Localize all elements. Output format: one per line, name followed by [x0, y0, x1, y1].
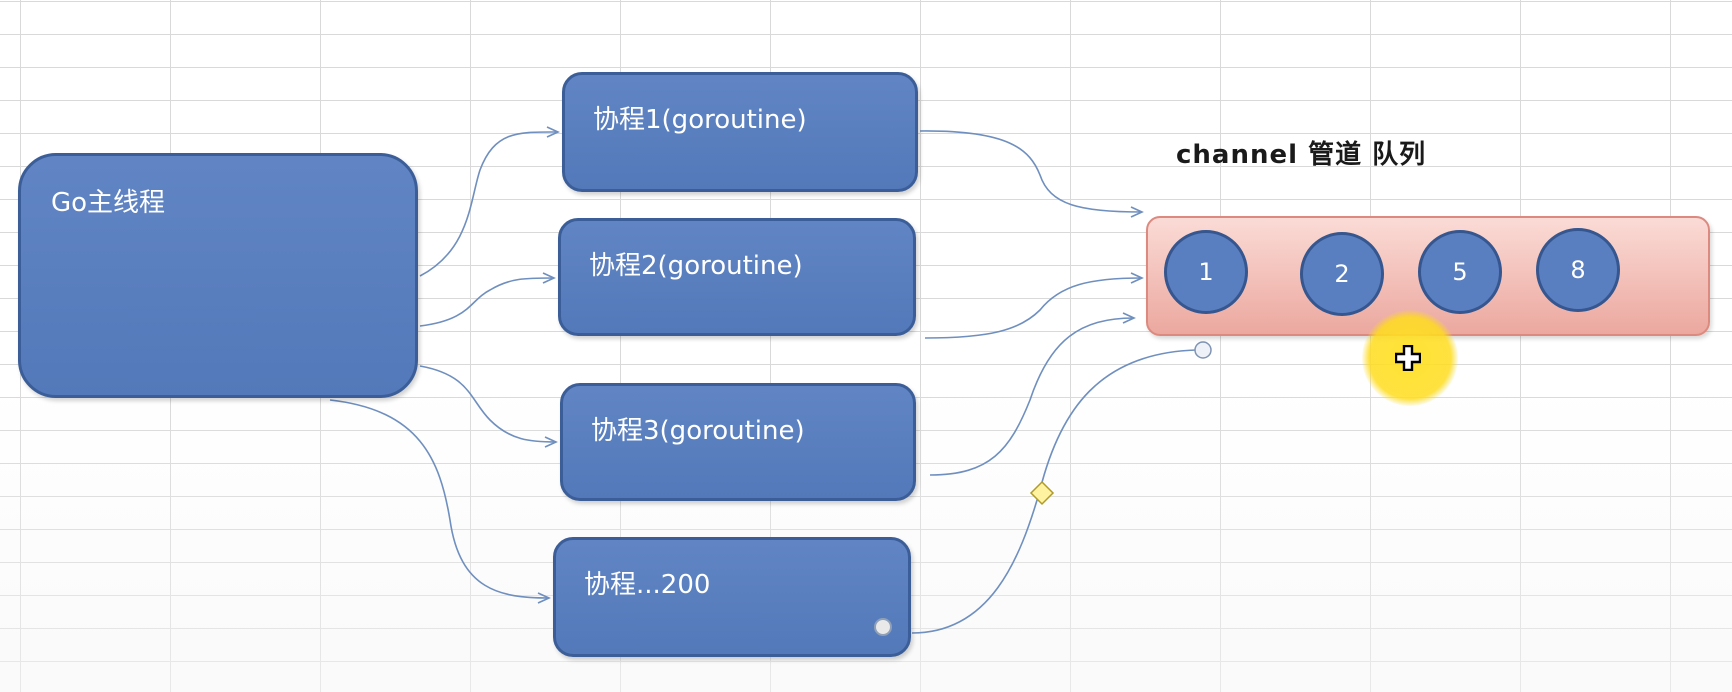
- connector-main-to-g2: [419, 272, 556, 327]
- channel-item-4[interactable]: 8: [1536, 228, 1620, 312]
- connector-start-handle: [1194, 341, 1212, 359]
- goroutine-node-1[interactable]: 协程1(goroutine): [562, 72, 918, 192]
- goroutine-label-2: 协程2(goroutine): [589, 251, 803, 281]
- goroutine-label-3: 协程3(goroutine): [591, 416, 805, 446]
- channel-item-3[interactable]: 5: [1418, 230, 1502, 314]
- shape-resize-handle[interactable]: [874, 618, 892, 636]
- main-thread-node[interactable]: Go主线程: [18, 153, 418, 398]
- goroutine-label-1: 协程1(goroutine): [593, 105, 807, 135]
- crosshair-cursor-icon: [1395, 345, 1421, 371]
- connector-g4-to-channel-selected: [911, 349, 1197, 634]
- goroutine-node-2[interactable]: 协程2(goroutine): [558, 218, 916, 336]
- channel-item-1[interactable]: 1: [1164, 230, 1248, 314]
- connector-g1-to-channel: [919, 130, 1144, 218]
- connector-g2-to-channel: [924, 272, 1144, 339]
- connector-g3-to-channel: [929, 312, 1136, 476]
- goroutine-node-200[interactable]: 协程...200: [553, 537, 911, 657]
- channel-item-2[interactable]: 2: [1300, 232, 1384, 316]
- connector-main-to-g3: [419, 365, 558, 448]
- channel-title: channel 管道 队列: [1176, 140, 1427, 170]
- goroutine-node-3[interactable]: 协程3(goroutine): [560, 383, 916, 501]
- connector-main-to-g4: [329, 399, 551, 604]
- goroutine-label-200: 协程...200: [584, 570, 711, 600]
- connector-main-to-g1: [419, 126, 560, 277]
- connector-adjust-handle: [1029, 480, 1055, 506]
- main-thread-label: Go主线程: [51, 188, 166, 218]
